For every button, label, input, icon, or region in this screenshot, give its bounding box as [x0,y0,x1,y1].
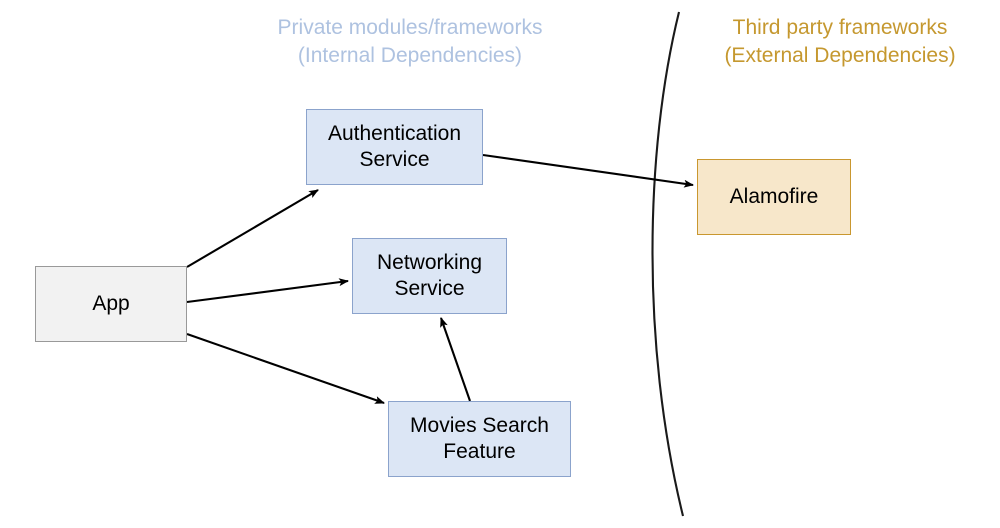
node-authentication-service[interactable]: Authentication Service [306,109,483,185]
edge-app-to-networking [186,278,349,304]
node-movies-search-feature[interactable]: Movies Search Feature [388,401,571,477]
node-networking-service-label: Networking Service [376,251,483,300]
edge-app-to-movies [186,333,385,404]
zone-label-internal: Private modules/frameworks (Internal Dep… [277,16,543,67]
zone-label-external: Third party frameworks (External Depende… [724,16,956,67]
node-app-label: App [92,292,130,315]
node-networking-service[interactable]: Networking Service [352,238,507,314]
node-app[interactable]: App [35,266,187,342]
edge-auth-to-alamofire [482,153,694,188]
boundary-curve [651,11,685,517]
node-movies-search-feature-label: Movies Search Feature [410,414,549,463]
node-alamofire-label: Alamofire [729,185,819,208]
node-authentication-service-label: Authentication Service [327,122,462,171]
node-alamofire[interactable]: Alamofire [697,159,851,235]
edge-movies-to-networking [440,317,471,402]
edge-app-to-auth [186,189,319,268]
